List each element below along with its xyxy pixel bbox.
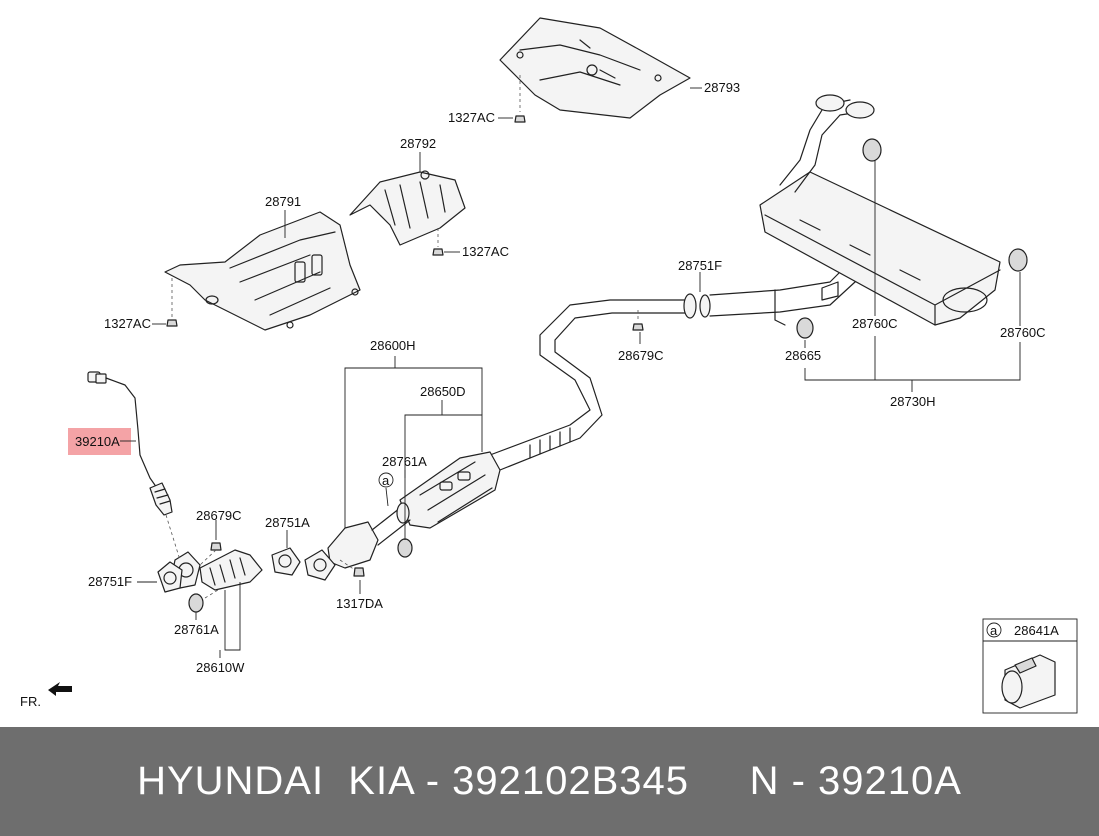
nut-1327ac-top [514, 115, 526, 123]
exhaust-system-diagram: 28793 1327AC 28792 1327AC 28791 1327AC [20, 17, 1078, 714]
center-pipe [489, 299, 691, 471]
label-28791: 28791 [265, 194, 301, 209]
highlight-39210a [68, 428, 131, 455]
inset-a-label: a [990, 623, 998, 638]
heat-shield-28793 [499, 17, 691, 119]
label-1327ac-left: 1327AC [104, 316, 151, 331]
label-28792: 28792 [400, 136, 436, 151]
hanger-28761a-bottom [188, 593, 204, 613]
label-28679c-right: 28679C [618, 348, 664, 363]
catalytic-converter-28650d [399, 451, 501, 529]
heat-shield-28792 [349, 170, 466, 246]
gasket-28751a [271, 547, 336, 581]
nut-28679c-right [632, 323, 644, 331]
front-pipe-28600h [327, 502, 411, 569]
label-28610w: 28610W [196, 660, 245, 675]
label-28751f-right: 28751F [678, 258, 722, 273]
label-39210a[interactable]: 39210A [75, 434, 120, 449]
label-1317da: 1317DA [336, 596, 383, 611]
flex-pipe-28610w [171, 549, 263, 591]
footer-brand-part-number: HYUNDAI KIA - 392102B345 [137, 759, 690, 803]
label-28730h: 28730H [890, 394, 936, 409]
oxygen-sensor-39210a[interactable] [87, 371, 173, 516]
label-1327ac-mid: 1327AC [462, 244, 509, 259]
front-marker-label: FR. [20, 694, 41, 709]
part-number-footer: HYUNDAI KIA - 392102B345 N - 39210A [0, 727, 1099, 836]
callout-a-circle [378, 472, 394, 488]
footer-reference-number: N - 39210A [749, 759, 962, 803]
gasket-28751f-right [683, 293, 711, 319]
nut-28679c-left [210, 542, 222, 551]
label-28751a: 28751A [265, 515, 310, 530]
label-28760c-a: 28760C [852, 316, 898, 331]
inset-part-label: 28641A [1014, 623, 1059, 638]
hanger-28760c-a [862, 138, 882, 162]
label-28665: 28665 [785, 348, 821, 363]
hanger-28665 [796, 317, 814, 339]
nut-1327ac-left [166, 319, 178, 327]
inset-clamp-28641a [982, 618, 1078, 714]
label-28761a-bottom: 28761A [174, 622, 219, 637]
nut-1317da [353, 567, 365, 577]
label-28679c-left: 28679C [196, 508, 242, 523]
label-28650d: 28650D [420, 384, 466, 399]
nut-1327ac-mid [432, 248, 444, 256]
hanger-28761a-top [397, 538, 413, 558]
rear-pipe [709, 261, 856, 326]
rear-muffler [759, 94, 1001, 326]
footer-spacer [689, 759, 750, 804]
hanger-28760c-b [1008, 248, 1028, 272]
gasket-28751f-left [157, 561, 183, 593]
label-28760c-b: 28760C [1000, 325, 1046, 340]
label-28761a-top: 28761A [382, 454, 427, 469]
callout-a-label: a [382, 473, 390, 488]
label-28600h: 28600H [370, 338, 416, 353]
label-1327ac-top: 1327AC [448, 110, 495, 125]
heat-shield-28791 [164, 211, 361, 331]
front-arrow-icon [48, 682, 72, 696]
label-28751f-left: 28751F [88, 574, 132, 589]
label-28793: 28793 [704, 80, 740, 95]
